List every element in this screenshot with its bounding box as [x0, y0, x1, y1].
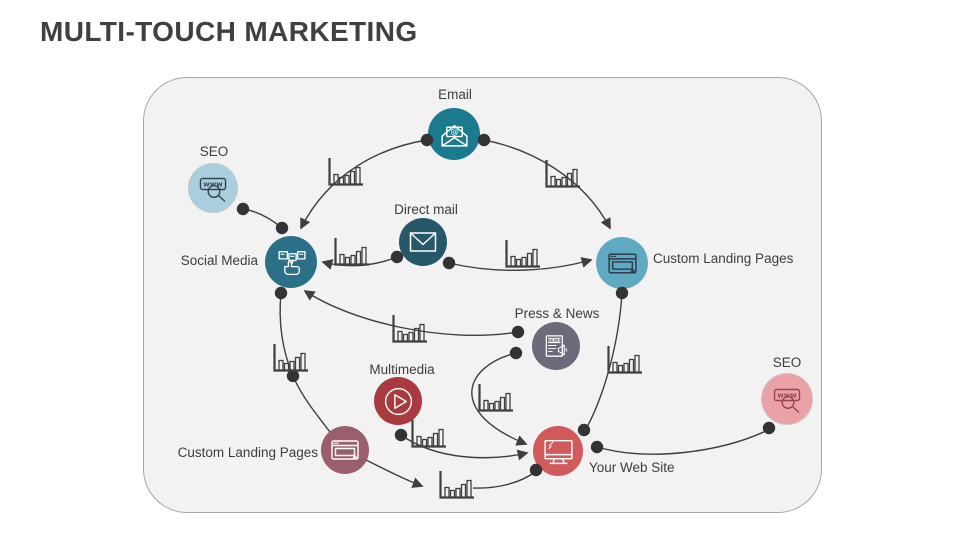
newspaper-icon: NEWS — [545, 334, 567, 357]
node-label-press-news: Press & News — [514, 306, 600, 321]
node-seo-top-left: www — [189, 164, 237, 212]
node-your-web-site — [533, 426, 583, 476]
browser-window-icon — [607, 252, 637, 274]
node-custom-landing-pages-bottom — [321, 426, 369, 474]
node-label-seo-top-left: SEO — [199, 144, 229, 159]
node-label-custom-landing-pages-bottom: Custom Landing Pages — [177, 445, 318, 460]
svg-text:www: www — [203, 181, 223, 189]
node-press-news: NEWS — [532, 322, 580, 370]
node-label-custom-landing-pages-right: Custom Landing Pages — [653, 251, 794, 266]
envelope-icon — [409, 232, 437, 252]
play-icon — [384, 387, 412, 415]
node-custom-landing-pages-right — [596, 237, 648, 289]
www-search-icon: www — [773, 388, 801, 413]
node-label-multimedia: Multimedia — [369, 362, 435, 377]
monitor-icon — [543, 439, 573, 464]
page-title: MULTI-TOUCH MARKETING — [40, 16, 418, 47]
browser-window-icon — [331, 440, 359, 460]
node-email: @ — [428, 108, 480, 160]
node-label-seo-right: SEO — [772, 355, 802, 370]
node-seo-right: www — [762, 374, 812, 424]
node-label-direct-mail: Direct mail — [394, 202, 458, 217]
node-label-social-media: Social Media — [180, 253, 258, 268]
node-direct-mail — [399, 218, 447, 266]
open-email-icon: @ — [440, 124, 468, 147]
svg-text:www: www — [777, 392, 797, 400]
www-search-icon: www — [199, 177, 227, 202]
node-label-your-web-site: Your Web Site — [589, 460, 675, 475]
node-social-media — [265, 236, 317, 288]
node-multimedia — [374, 377, 422, 425]
node-label-email: Email — [438, 87, 472, 102]
svg-text:@: @ — [450, 125, 458, 135]
svg-text:NEWS: NEWS — [547, 338, 561, 344]
social-share-icon — [277, 250, 306, 275]
